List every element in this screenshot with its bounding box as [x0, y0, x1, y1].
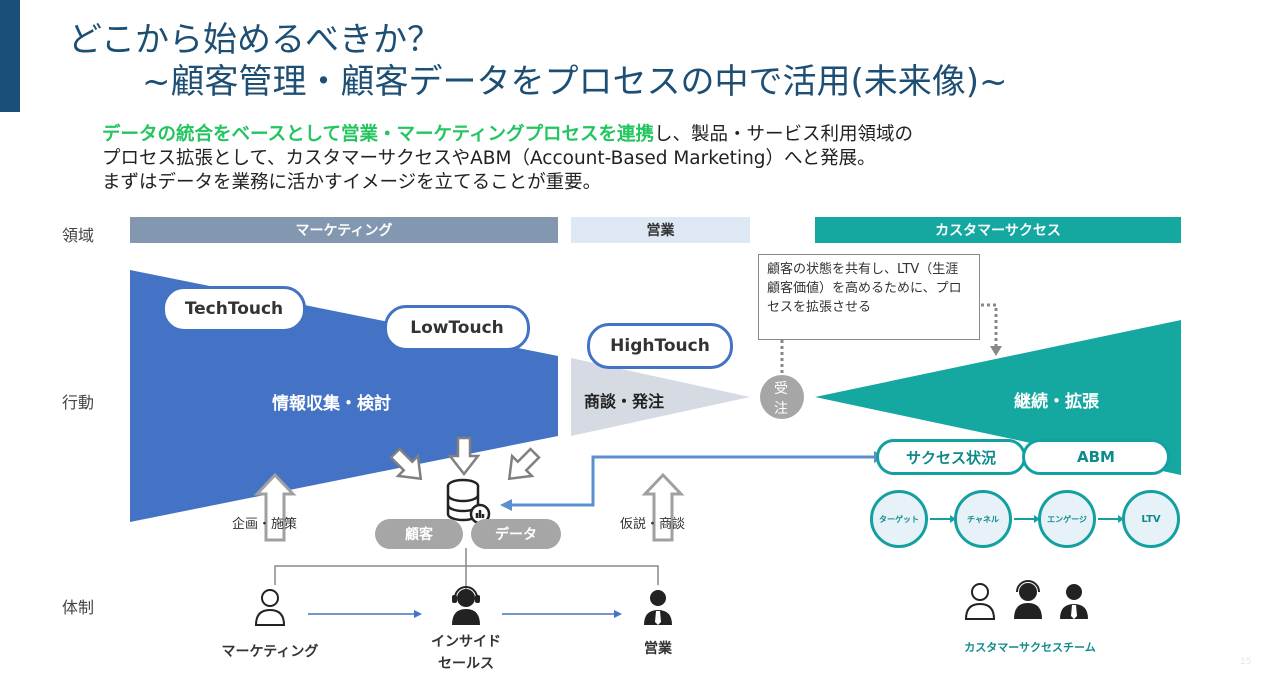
description-line-1-rest: し、製品・サービス利用領域の	[654, 124, 914, 145]
person-icon-marketing	[254, 589, 286, 626]
note-connector-right	[981, 303, 998, 348]
success-action-label: 継続・拡張	[1014, 392, 1099, 412]
tag-abm: ABM	[1022, 439, 1170, 475]
page-title: どこから始めるべきか？	[68, 20, 441, 60]
marketing-funnel-shape	[130, 270, 558, 522]
funnel-step-engage: エンゲージ	[1038, 490, 1096, 548]
down-arrow-left	[389, 447, 423, 481]
band-marketing: マーケティング	[130, 217, 558, 243]
success-note-callout: 顧客の状態を共有し、LTV（生涯顧客価値）を高めるために、プロセスを拡張させる	[758, 254, 980, 340]
businessperson-icon-sales	[644, 590, 672, 625]
funnel-step-target: ターゲット	[870, 490, 928, 548]
label-inside-sales-line-1: インサイド	[431, 634, 501, 650]
headset-icon-inside-sales	[452, 586, 480, 625]
description-line-2: プロセス拡張として、カスタマーサクセスやABM（Account-Based Ma…	[102, 148, 876, 169]
label-marketing-person: マーケティング	[221, 644, 319, 660]
label-hypothesis: 仮説・商談	[620, 517, 686, 532]
tag-success-status: サクセス状況	[876, 439, 1026, 475]
label-customer-success-team: カスタマーサクセスチーム	[964, 641, 1096, 654]
band-customer-success: カスタマーサクセス	[815, 217, 1181, 243]
page-number: 15	[1240, 657, 1252, 667]
order-circle-top-char: 受	[774, 381, 788, 397]
data-pill-customer: 顧客	[375, 519, 463, 549]
description-line-3: まずはデータを業務に活かすイメージを立てることが重要。	[102, 172, 602, 193]
flow-arrow-2-head	[614, 610, 622, 618]
description-line-1: データの統合をベースとして営業・マーケティングプロセスを連携し、製品・サービス利…	[102, 124, 913, 146]
row-label-domain: 領域	[62, 226, 95, 245]
down-arrow-center	[447, 436, 481, 477]
hypothesis-up-arrow	[641, 472, 685, 542]
marketing-action-label: 情報収集・検討	[272, 394, 391, 414]
funnel-step-channel: チャネル	[954, 490, 1012, 548]
pill-hightouch: HighTouch	[587, 323, 733, 369]
down-arrow-right	[507, 447, 541, 481]
sales-action-label: 商談・発注	[584, 392, 665, 411]
team-icon-businessperson	[1060, 584, 1088, 619]
success-funnel-shape	[815, 320, 1181, 475]
page-subtitle: ~顧客管理・顧客データをプロセスの中で活用(未来像)~	[142, 62, 1008, 102]
pill-lowtouch: LowTouch	[384, 305, 530, 351]
team-icon-person-1	[964, 583, 996, 620]
data-feedback-line	[510, 455, 876, 507]
label-sales-person: 営業	[644, 641, 672, 657]
label-planning: 企画・施策	[232, 517, 298, 532]
label-inside-sales-line-2: セールス	[438, 656, 494, 672]
row-label-structure: 体制	[62, 598, 95, 617]
title-accent-bar	[0, 0, 20, 112]
order-circle-bottom-char: 注	[774, 401, 788, 417]
data-feedback-arrowhead-left	[500, 499, 512, 511]
row-label-action: 行動	[62, 393, 95, 412]
database-icon	[446, 478, 491, 525]
planning-up-arrow	[253, 472, 297, 542]
team-icon-headset	[1014, 580, 1042, 619]
band-sales: 営業	[571, 217, 750, 243]
pill-techtouch: TechTouch	[162, 286, 306, 332]
data-pill-data: データ	[471, 519, 561, 549]
funnel-step-ltv: LTV	[1122, 490, 1180, 548]
note-connector-arrowhead	[990, 346, 1002, 356]
description-highlight: データの統合をベースとして営業・マーケティングプロセスを連携	[102, 124, 655, 145]
funnel-step-connector-heads	[950, 515, 1124, 523]
sales-triangle-shape	[571, 358, 750, 436]
flow-arrow-1-head	[414, 610, 422, 618]
order-circle	[760, 375, 804, 419]
